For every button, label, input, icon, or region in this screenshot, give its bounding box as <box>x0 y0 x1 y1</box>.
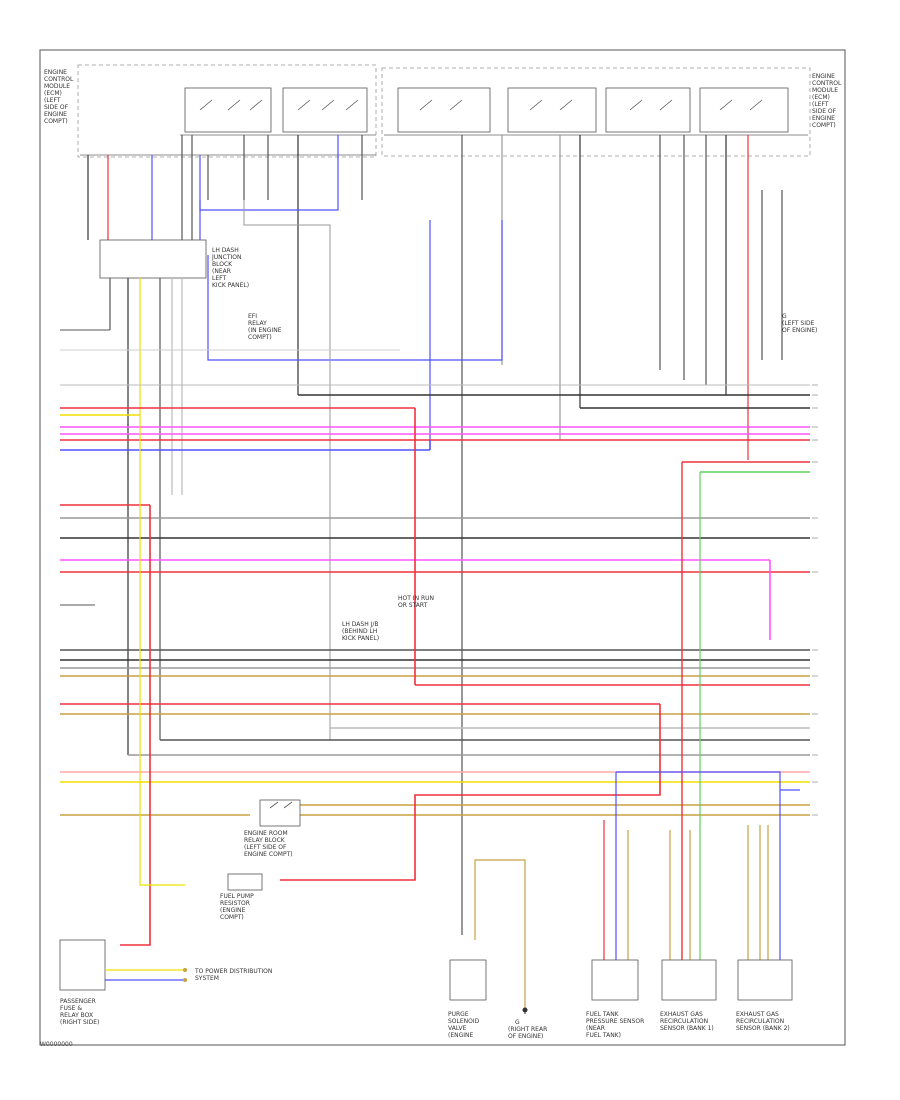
ground-symbol <box>522 1007 528 1014</box>
fuse-block-symbol <box>227 799 301 891</box>
svg-text:ENGINE COMPT): ENGINE COMPT) <box>244 851 293 858</box>
svg-text:HOT IN RUN: HOT IN RUN <box>398 595 434 602</box>
svg-text:(LEFT SIDE: (LEFT SIDE <box>782 320 815 327</box>
purge-solenoid-box <box>449 959 487 1001</box>
ecm-connector-box-left <box>77 64 377 158</box>
svg-text:COMPT): COMPT) <box>220 914 244 921</box>
bottom-components <box>59 939 793 1001</box>
svg-text:RESISTOR: RESISTOR <box>220 900 250 907</box>
svg-text:SENSOR (BANK 1): SENSOR (BANK 1) <box>660 1025 714 1032</box>
svg-text:TO POWER DISTRIBUTION: TO POWER DISTRIBUTION <box>194 968 272 975</box>
fuel-tank-sensor-box <box>591 959 639 1001</box>
svg-text:SYSTEM: SYSTEM <box>195 975 219 982</box>
ecm-right-label-line1: ENGINE <box>812 73 835 80</box>
svg-text:LH DASH: LH DASH <box>212 247 239 254</box>
svg-text:OF ENGINE): OF ENGINE) <box>782 327 817 334</box>
svg-text:SIDE OF: SIDE OF <box>812 108 837 115</box>
bottom-left-connector <box>59 939 106 991</box>
svg-text:EXHAUST GAS: EXHAUST GAS <box>660 1011 703 1018</box>
red-lower-loop <box>280 704 661 881</box>
svg-text:MODULE: MODULE <box>812 87 838 94</box>
svg-text:PASSENGER: PASSENGER <box>60 998 96 1005</box>
reference-code: W0000000 <box>40 1041 73 1048</box>
svg-text:COMPT): COMPT) <box>812 122 836 129</box>
blue-bottom-right <box>616 771 781 960</box>
svg-text:SIDE OF: SIDE OF <box>44 104 69 111</box>
svg-text:COMPT): COMPT) <box>248 334 272 341</box>
svg-text:(NEAR: (NEAR <box>586 1025 605 1032</box>
svg-text:G: G <box>515 1019 520 1026</box>
svg-text:EFI: EFI <box>248 313 257 320</box>
svg-text:CONTROL: CONTROL <box>812 80 842 87</box>
svg-text:(LEFT: (LEFT <box>44 97 61 104</box>
svg-text:PRESSURE SENSOR: PRESSURE SENSOR <box>586 1018 644 1025</box>
svg-text:VALVE: VALVE <box>448 1025 467 1032</box>
bottom-left-wires <box>105 968 187 982</box>
bottom-sensor-wires <box>474 772 769 1010</box>
svg-text:PURGE: PURGE <box>448 1011 469 1018</box>
diagram-frame <box>39 49 846 1046</box>
svg-text:KICK PANEL): KICK PANEL) <box>212 282 249 289</box>
svg-text:RELAY: RELAY <box>248 320 267 327</box>
ecm-connector-box-right <box>381 67 811 157</box>
ecm-relay-blocks <box>184 87 789 133</box>
svg-text:BLOCK: BLOCK <box>212 261 233 268</box>
yellow-left-loop <box>139 415 185 886</box>
svg-text:ENGINE: ENGINE <box>44 111 67 118</box>
svg-text:(BEHIND LH: (BEHIND LH <box>342 628 377 635</box>
svg-text:EXHAUST GAS: EXHAUST GAS <box>736 1011 779 1018</box>
svg-text:(NEAR: (NEAR <box>212 268 231 275</box>
svg-text:RELAY BOX: RELAY BOX <box>60 1012 93 1019</box>
svg-text:LEFT: LEFT <box>212 275 226 282</box>
svg-text:RELAY BLOCK: RELAY BLOCK <box>244 837 286 844</box>
svg-text:FUSE &: FUSE & <box>60 1005 82 1012</box>
svg-text:(ENGINE: (ENGINE <box>220 907 246 914</box>
svg-text:ENGINE ROOM: ENGINE ROOM <box>244 830 288 837</box>
svg-text:JUNCTION: JUNCTION <box>211 254 241 261</box>
svg-text:(ECM): (ECM) <box>812 94 830 101</box>
svg-text:(LEFT: (LEFT <box>812 101 829 108</box>
bottom-labels: PURGE SOLENOID VALVE (ENGINE G (RIGHT RE… <box>60 313 817 1040</box>
svg-text:OF ENGINE): OF ENGINE) <box>508 1033 543 1040</box>
right-connector-ticks <box>812 384 818 816</box>
svg-text:SOLENOID: SOLENOID <box>448 1018 480 1025</box>
horizontal-wires <box>60 329 810 816</box>
junction-label: LH DASH JUNCTION BLOCK (NEAR LEFT KICK P… <box>211 247 249 289</box>
top-labels: ENGINE CONTROL MODULE (ECM) (LEFT SIDE O… <box>44 69 842 129</box>
svg-text:(ENGINE: (ENGINE <box>448 1032 474 1039</box>
svg-text:CONTROL: CONTROL <box>44 76 74 83</box>
svg-text:G: G <box>782 313 787 320</box>
svg-text:SENSOR (BANK 2): SENSOR (BANK 2) <box>736 1025 790 1032</box>
red-left-loop <box>120 505 151 946</box>
lh-dash-junction-block <box>99 239 207 279</box>
svg-text:KICK PANEL): KICK PANEL) <box>342 635 379 642</box>
svg-text:(ECM): (ECM) <box>44 90 62 97</box>
svg-text:FUEL TANK): FUEL TANK) <box>586 1032 621 1039</box>
svg-text:COMPT): COMPT) <box>44 118 68 125</box>
vertical-wires-top <box>87 135 783 935</box>
svg-text:FUEL TANK: FUEL TANK <box>586 1011 620 1018</box>
svg-text:OR START: OR START <box>398 602 428 609</box>
blue-top-loop <box>199 200 339 211</box>
svg-text:RECIRCULATION: RECIRCULATION <box>660 1018 708 1025</box>
svg-text:LH DASH J/B: LH DASH J/B <box>342 621 379 628</box>
exhaust-sensor-1-box <box>661 959 717 1001</box>
top-bus-lines <box>80 134 808 156</box>
relay-label: EFI RELAY (IN ENGINE COMPT) <box>248 313 282 341</box>
svg-text:(RIGHT REAR: (RIGHT REAR <box>508 1026 547 1033</box>
blue-relay-loop <box>207 220 503 361</box>
svg-text:(RIGHT SIDE): (RIGHT SIDE) <box>60 1019 99 1026</box>
svg-text:(IN ENGINE: (IN ENGINE <box>248 327 282 334</box>
svg-text:RECIRCULATION: RECIRCULATION <box>736 1018 784 1025</box>
svg-text:FUEL PUMP: FUEL PUMP <box>220 893 254 900</box>
gray-loop <box>243 200 331 740</box>
exhaust-sensor-2-box <box>737 959 793 1001</box>
svg-text:MODULE: MODULE <box>44 83 70 90</box>
svg-text:(LEFT SIDE OF: (LEFT SIDE OF <box>244 844 287 851</box>
svg-text:ENGINE: ENGINE <box>812 115 835 122</box>
ecm-left-label-line1: ENGINE <box>44 69 67 76</box>
